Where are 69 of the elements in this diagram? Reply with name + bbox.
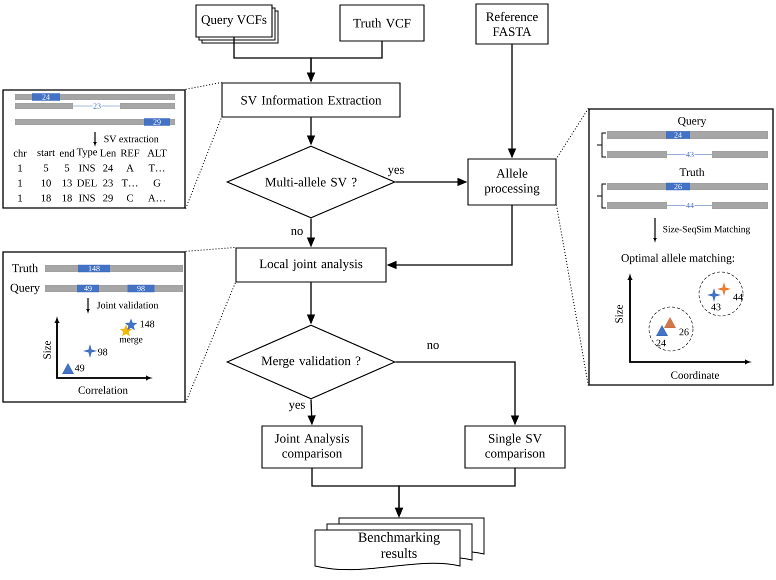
point-label: 44: [733, 294, 743, 300]
table-cell: 5: [65, 164, 70, 172]
table-cell: 23: [103, 179, 113, 187]
table-cell: 10: [42, 179, 51, 187]
table-cell: C: [126, 194, 133, 202]
table-cell: INS: [78, 164, 95, 172]
point-label: 49: [74, 364, 84, 372]
table-cell: A: [126, 164, 134, 172]
leader-line: [185, 82, 222, 90]
point-label: 43: [711, 304, 721, 310]
inset-panel: [2, 89, 186, 209]
table-cell: 1: [18, 180, 22, 186]
table-cell: ALT: [147, 150, 167, 156]
axis-label: Coordinate: [671, 371, 719, 379]
table-cell: end: [60, 149, 74, 157]
process-box: Single SV comparison: [464, 425, 566, 469]
leader-line: [185, 246, 236, 252]
table-cell: start: [37, 150, 55, 156]
process-box: SV Information Extraction: [221, 82, 401, 118]
axis-label: Size: [615, 304, 623, 323]
table-cell: Type: [76, 148, 98, 158]
table-cell: DEL: [77, 180, 97, 186]
table-cell: 5: [44, 164, 48, 172]
table-cell: 24: [103, 164, 114, 172]
leader-line: [556, 205, 589, 386]
track-label: Query: [678, 116, 706, 128]
leader-line: [185, 117, 222, 210]
edge-label: no: [426, 342, 440, 350]
process-box: Joint Analysis comparison: [261, 425, 363, 469]
point-label: merge: [119, 338, 142, 344]
table-cell: 1: [18, 194, 22, 202]
table-cell: T…: [148, 164, 164, 172]
table-cell: Len: [100, 150, 116, 156]
step-label: SV extraction: [104, 136, 159, 142]
step-label: Joint validation: [96, 301, 158, 308]
table-cell: T…: [122, 180, 138, 186]
point-label: 26: [679, 328, 689, 336]
point-label: 98: [98, 348, 108, 356]
input-box: Reference FASTA: [475, 3, 549, 45]
track-label: Truth: [680, 168, 704, 176]
table-cell: chr: [14, 149, 27, 157]
input-box: Truth VCF: [339, 4, 425, 42]
table-cell: REF: [120, 150, 140, 156]
point-label: 148: [140, 320, 154, 328]
step-label: Size-SeqSim Matching: [663, 226, 750, 234]
track-label: Query: [10, 284, 40, 294]
leader-line: [556, 108, 589, 159]
table-cell: 13: [62, 179, 72, 187]
table-cell: INS: [78, 194, 95, 202]
table-cell: 29: [103, 194, 113, 202]
table-cell: A…: [148, 194, 165, 202]
leader-line: [185, 282, 236, 404]
table-cell: 1: [18, 164, 22, 172]
point-label: 24: [656, 340, 666, 346]
edge-label: no: [290, 228, 304, 236]
process-box: Local joint analysis: [235, 247, 387, 283]
inset-panel: [588, 108, 774, 386]
axis-label: Correlation: [78, 386, 128, 394]
input-box: Query VCFs: [195, 4, 278, 44]
document-stack: Benchmarking results: [314, 518, 484, 570]
table-cell: 18: [62, 194, 72, 202]
process-box: Allele processing: [467, 158, 557, 206]
table-cell: G: [154, 179, 160, 187]
chart-heading: Optimal allele matching:: [622, 254, 734, 264]
inset-panel: [2, 251, 186, 403]
axis-label: Size: [43, 340, 51, 359]
table-cell: 18: [42, 194, 51, 202]
track-label: Truth: [12, 264, 38, 272]
edge-label: yes: [288, 402, 306, 412]
